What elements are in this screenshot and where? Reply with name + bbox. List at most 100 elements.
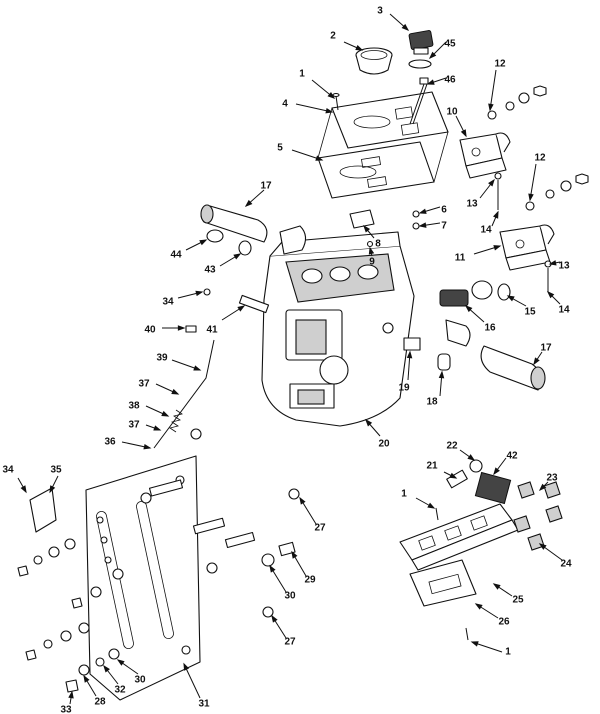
callout-label-c28: 28 [94,697,106,708]
callout-label-c12b: 12 [534,153,546,164]
callout-label-c2: 2 [330,31,336,42]
left-hardware [17,538,124,693]
callout-label-c24: 24 [560,559,572,570]
callout-label-c27a: 27 [314,523,326,534]
panel-cover-26 [409,559,477,607]
screw-1-panel [435,507,439,521]
callout-label-c10: 10 [446,107,458,118]
callout-label-c42: 42 [506,451,518,462]
right-hardware [140,428,300,618]
arrowhead-c29 [291,550,298,559]
callout-label-c16: 16 [484,323,496,334]
arrowhead-c3 [401,23,410,31]
arrowhead-c20 [365,418,373,427]
arrowhead-c30b [116,659,125,666]
arrowhead-c27b [271,614,278,623]
callout-label-c1b: 1 [401,489,407,500]
screw-1-bottom [465,627,469,641]
callout-label-c32: 32 [114,685,126,696]
callout-label-c37a: 37 [138,379,150,390]
arrowhead-c22 [467,454,476,461]
callout-label-c27b: 27 [284,637,296,648]
arrowhead-c43 [233,253,242,260]
arrowhead-c38 [161,410,170,417]
screw-1-top [332,92,340,111]
top-plate-4 [331,91,449,149]
rocker-switch-3 [408,30,434,55]
arrowhead-c14a [493,210,499,219]
arrowhead-c17b [533,357,540,366]
nuts-12a [487,85,547,120]
callout-label-c14b: 14 [558,305,570,316]
arrowhead-c16 [464,305,473,313]
callout-label-c43: 43 [204,265,216,276]
arrowhead-c35 [49,485,56,494]
arrowhead-c8 [363,224,371,233]
screw-9 [366,240,374,248]
callout-label-c7: 7 [441,221,447,232]
callout-label-c31: 31 [198,699,210,710]
pushbutton-21-22 [446,459,483,489]
callout-label-c3: 3 [377,6,383,17]
nut-15 [497,283,511,301]
callout-label-c34b: 34 [2,465,14,476]
callout-label-c30b: 30 [134,675,146,686]
arrowhead-c30a [269,564,276,573]
arrowhead-c12a [488,103,494,112]
arrowhead-c9 [368,246,375,255]
arrowhead-c26 [474,603,483,610]
arrowhead-c37a [171,388,180,395]
washer-13a [494,172,502,180]
callout-label-c37b: 37 [128,420,140,431]
arrowhead-c15 [506,295,515,302]
arrowhead-c34a [195,290,204,297]
arrowhead-c1a [327,91,336,99]
callout-label-c9: 9 [369,257,375,268]
callout-label-c30a: 30 [284,591,296,602]
callout-label-c44: 44 [170,250,182,261]
connector-16 [439,280,493,307]
screw-34 [203,288,211,296]
handlebar-housing-20 [261,231,415,427]
callout-label-c14a: 14 [480,225,492,236]
arrowhead-c46 [426,79,435,85]
callout-label-c13a: 13 [466,199,478,210]
bushing-44 [206,229,224,243]
callout-label-c23: 23 [546,473,558,484]
leader-line-c4 [295,103,333,113]
cap-40 [185,325,197,333]
leader-line-c12a [489,69,497,111]
arrowhead-c42 [493,467,500,476]
spring-38 [169,409,183,433]
callout-label-c34a: 34 [162,297,174,308]
callout-label-c17b: 17 [540,343,552,354]
arrowhead-c41 [237,305,246,312]
arrowhead-c21 [449,472,458,479]
gauge-2 [355,47,393,75]
callout-label-c45: 45 [444,39,456,50]
callout-label-c6: 6 [441,205,447,216]
rod-39 [153,339,215,449]
callout-label-c8: 8 [375,239,381,250]
arrowhead-c13a [488,178,495,187]
arrowhead-c1b [427,502,436,509]
arrowhead-c24 [538,543,547,550]
washer-6 [412,210,420,218]
arrowhead-c1c [470,641,479,647]
arrowhead-c45 [428,51,437,60]
callout-label-c12a: 12 [494,59,506,70]
arrowhead-c37b [153,425,162,431]
callout-label-c29: 29 [304,575,316,586]
arrowhead-c2 [355,44,364,51]
callout-label-c39: 39 [156,353,168,364]
arrowhead-c44 [199,239,208,246]
arrowhead-c12b [528,193,534,202]
bottom-plate-5 [317,141,435,199]
callout-label-c18: 18 [426,397,438,408]
callout-label-c38: 38 [128,401,140,412]
callout-label-c11: 11 [455,253,466,264]
nut-7 [412,222,420,230]
arrowhead-c36 [143,444,152,450]
